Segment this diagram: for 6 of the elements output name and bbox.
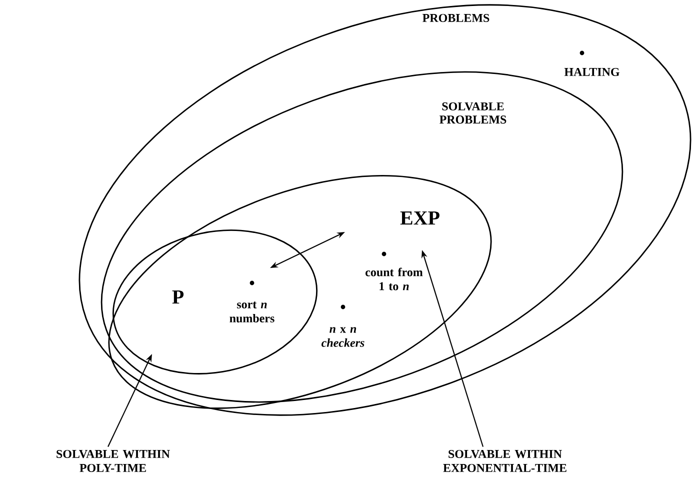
point-label: sort n numbers — [230, 280, 274, 322]
point-label: count from 1 to n — [366, 252, 423, 290]
point-label: n x n checkers — [322, 304, 364, 347]
callout-label: SOLVABLE WITHIN POLY-TIME — [56, 450, 170, 472]
point-label: HALTING — [564, 50, 620, 76]
callout-label: SOLVABLE WITHIN EXPONENTIAL-TIME — [443, 450, 566, 472]
